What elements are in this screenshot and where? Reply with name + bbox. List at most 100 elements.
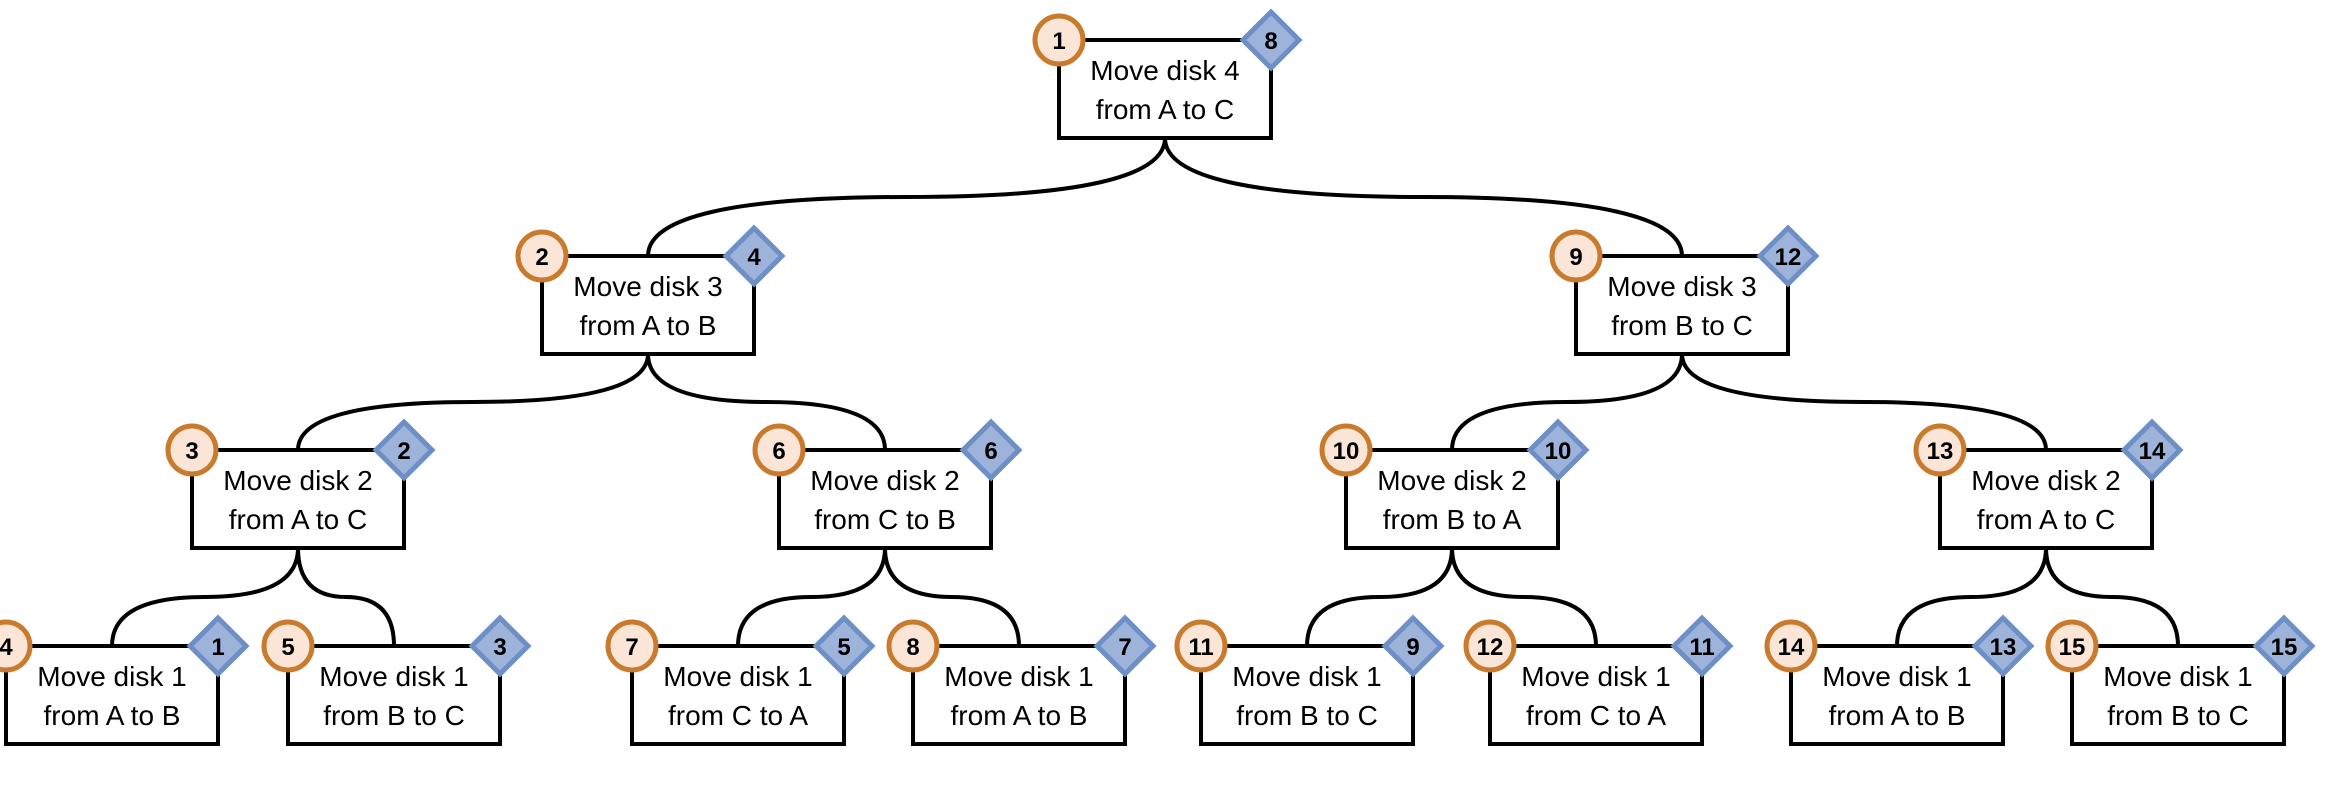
diamond-icon [959, 418, 1023, 482]
move-box [1938, 448, 2154, 550]
tree-edge [1305, 547, 1454, 647]
tree-edge [646, 353, 887, 451]
call-order-number: 9 [1569, 244, 1582, 271]
call-order-number: 3 [185, 438, 198, 465]
move-label-line2: from B to C [1236, 700, 1378, 731]
diamond-icon [2120, 418, 2184, 482]
tree-edge [1450, 547, 1598, 647]
diamond-icon [372, 418, 436, 482]
tree-edge [2044, 547, 2180, 647]
move-label-line1: Move disk 2 [810, 465, 959, 496]
tree-edge [296, 353, 650, 451]
move-order-number: 15 [2271, 634, 2298, 661]
tree-edge [1895, 547, 2048, 647]
move-box [2070, 644, 2286, 746]
circle-icon [886, 619, 940, 673]
move-label-line2: from B to C [323, 700, 465, 731]
move-order-number: 9 [1406, 634, 1419, 661]
diamond-icon [468, 614, 532, 678]
move-box [1199, 644, 1415, 746]
move-label-line2: from A to C [229, 504, 368, 535]
move-order-number: 6 [984, 438, 997, 465]
move-order-number: 3 [493, 634, 506, 661]
diamond-icon [1526, 418, 1590, 482]
call-order-number: 4 [0, 634, 13, 661]
move-order-number: 12 [1775, 244, 1802, 271]
move-label-line2: from C to B [814, 504, 956, 535]
move-order-number: 1 [211, 634, 224, 661]
move-label-line1: Move disk 1 [319, 661, 468, 692]
tree-node: Move disk 2 from C to B 6 6 [752, 418, 1023, 550]
move-order-number: 14 [2139, 438, 2166, 465]
move-label-line1: Move disk 3 [1607, 271, 1756, 302]
move-label-line2: from A to C [1977, 504, 2116, 535]
tree-edges [110, 137, 2180, 647]
move-label-line2: from A to B [1829, 700, 1966, 731]
move-box [630, 644, 846, 746]
move-label-line1: Move disk 2 [1971, 465, 2120, 496]
circle-icon [2045, 619, 2099, 673]
move-label-line2: from A to B [580, 310, 717, 341]
tree-node: Move disk 2 from A to C 13 14 [1913, 418, 2184, 550]
move-label-line1: Move disk 1 [1521, 661, 1670, 692]
circle-icon [1463, 619, 1517, 673]
diamond-icon [2252, 614, 2316, 678]
move-label-line2: from A to B [44, 700, 181, 731]
circle-icon [752, 423, 806, 477]
move-order-number: 5 [837, 634, 850, 661]
diamond-icon [1971, 614, 2035, 678]
diamond-icon [1756, 224, 1820, 288]
call-order-number: 8 [906, 634, 919, 661]
circle-icon [605, 619, 659, 673]
move-box [540, 254, 756, 356]
move-label-line2: from B to C [2107, 700, 2249, 731]
move-box [1488, 644, 1704, 746]
diamond-icon [1381, 614, 1445, 678]
move-box [1057, 38, 1273, 140]
call-order-number: 13 [1927, 438, 1954, 465]
move-order-number: 8 [1264, 28, 1277, 55]
call-order-number: 6 [772, 438, 785, 465]
tree-edge [296, 547, 396, 647]
call-order-number: 15 [2059, 634, 2086, 661]
diamond-icon [812, 614, 876, 678]
diamond-icon [722, 224, 786, 288]
move-label-line1: Move disk 2 [1377, 465, 1526, 496]
move-label-line2: from C to A [668, 700, 808, 731]
move-box [286, 644, 502, 746]
circle-icon [0, 619, 33, 673]
call-order-number: 11 [1188, 634, 1213, 661]
move-label-line1: Move disk 1 [944, 661, 1093, 692]
circle-icon [261, 619, 315, 673]
move-label-line1: Move disk 1 [2103, 661, 2252, 692]
move-order-number: 11 [1689, 634, 1714, 661]
circle-icon [515, 229, 569, 283]
circle-icon [1913, 423, 1967, 477]
call-order-number: 2 [535, 244, 548, 271]
move-label-line1: Move disk 1 [1822, 661, 1971, 692]
move-order-number: 10 [1545, 438, 1572, 465]
move-box [777, 448, 993, 550]
diamond-icon [1093, 614, 1157, 678]
move-label-line2: from A to B [951, 700, 1088, 731]
tree-node: Move disk 1 from A to B 14 13 [1764, 614, 2035, 746]
tree-edge [883, 547, 1021, 647]
call-order-number: 7 [625, 634, 638, 661]
call-order-number: 14 [1778, 634, 1805, 661]
tree-edge [736, 547, 887, 647]
move-box [911, 644, 1127, 746]
diamond-icon [1239, 8, 1303, 72]
move-label-line1: Move disk 2 [223, 465, 372, 496]
circle-icon [1174, 619, 1228, 673]
move-order-number: 13 [1990, 634, 2017, 661]
tree-edge [646, 137, 1167, 257]
